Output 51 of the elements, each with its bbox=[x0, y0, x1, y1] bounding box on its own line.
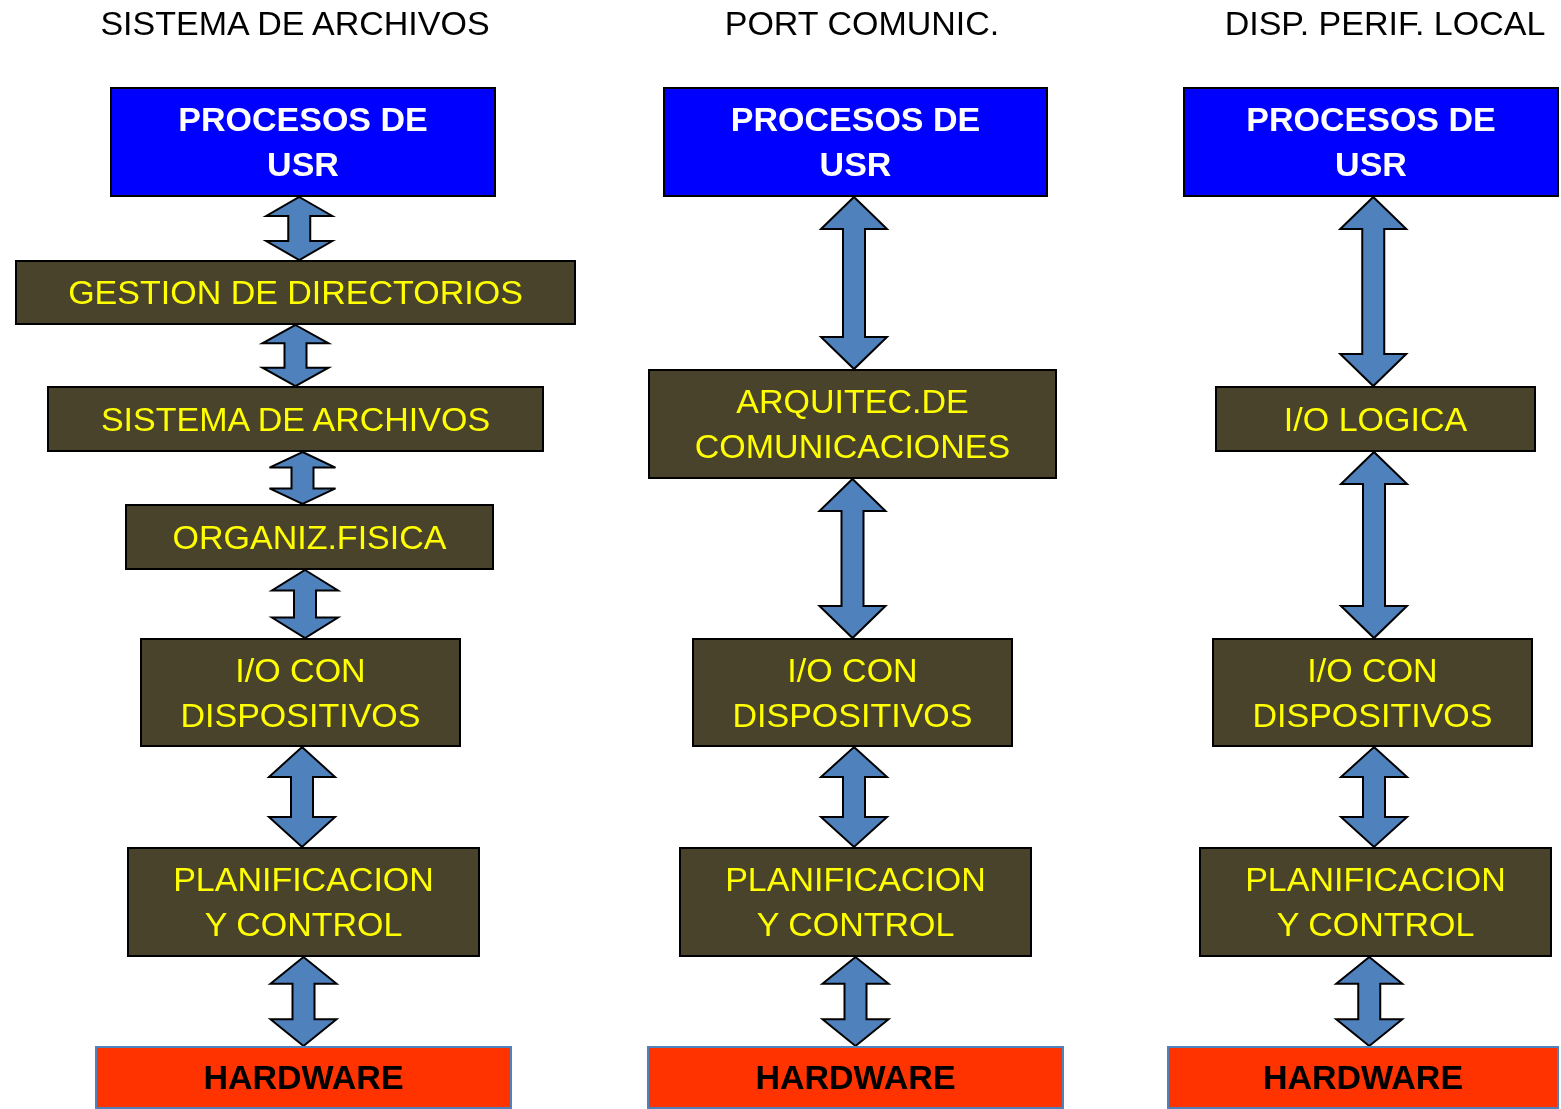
double-block-arrow bbox=[1333, 955, 1406, 1048]
box-label: ORGANIZ.FISICA bbox=[172, 516, 447, 558]
double-block-arrow bbox=[266, 745, 338, 849]
double-block-arrow bbox=[817, 477, 888, 640]
layer-box bbox=[125, 504, 494, 570]
box-label: PLANIFICACION Y CONTROL bbox=[172, 859, 435, 945]
double-block-arrow bbox=[268, 450, 337, 506]
column-heading: SISTEMA DE ARCHIVOS bbox=[100, 4, 490, 43]
double-block-arrow bbox=[819, 955, 892, 1048]
box-label: PLANIFICACION Y CONTROL bbox=[724, 859, 987, 945]
box-label: I/O CON DISPOSITIVOS bbox=[1251, 649, 1494, 736]
box-label: PROCESOS DE USR bbox=[1245, 99, 1497, 185]
hardware-box bbox=[95, 1046, 512, 1109]
double-block-arrow bbox=[267, 955, 340, 1048]
double-block-arrow bbox=[818, 745, 890, 849]
box-label: HARDWARE bbox=[755, 1057, 956, 1098]
box-label: HARDWARE bbox=[1262, 1057, 1464, 1098]
layer-box bbox=[648, 369, 1057, 479]
layer-box bbox=[1212, 638, 1533, 747]
box-label: I/O CON DISPOSITIVOS bbox=[179, 649, 422, 736]
box-label: PROCESOS DE USR bbox=[177, 99, 429, 185]
double-block-arrow bbox=[258, 323, 333, 388]
layer-box bbox=[47, 386, 544, 452]
layer-box bbox=[1199, 847, 1552, 957]
box-label: I/O LOGICA bbox=[1283, 398, 1468, 440]
double-block-arrow bbox=[1338, 450, 1410, 640]
box-label: PLANIFICACION Y CONTROL bbox=[1244, 859, 1507, 945]
box-label: ARQUITEC.DE COMUNICACIONES bbox=[693, 381, 1012, 467]
column-heading: DISP. PERIF. LOCAL bbox=[1224, 4, 1546, 43]
double-block-arrow bbox=[262, 195, 336, 262]
box-label: HARDWARE bbox=[203, 1057, 404, 1098]
layer-box bbox=[140, 638, 461, 747]
double-block-arrow bbox=[818, 195, 890, 371]
layer-box bbox=[127, 847, 480, 957]
hardware-box bbox=[647, 1046, 1064, 1109]
box-label: I/O CON DISPOSITIVOS bbox=[731, 649, 974, 736]
user-process-box bbox=[1183, 87, 1559, 197]
box-label: PROCESOS DE USR bbox=[729, 99, 982, 185]
layer-box bbox=[1215, 386, 1536, 452]
column-heading: PORT COMUNIC. bbox=[724, 4, 1000, 43]
box-label: GESTION DE DIRECTORIOS bbox=[68, 272, 523, 313]
layer-box bbox=[15, 260, 576, 325]
box-label: SISTEMA DE ARCHIVOS bbox=[100, 398, 491, 440]
double-block-arrow bbox=[1338, 745, 1410, 849]
double-block-arrow bbox=[1337, 195, 1409, 388]
user-process-box bbox=[110, 87, 496, 197]
double-block-arrow bbox=[268, 568, 342, 640]
layer-box bbox=[679, 847, 1032, 957]
layer-box bbox=[692, 638, 1013, 747]
hardware-box bbox=[1167, 1046, 1559, 1109]
user-process-box bbox=[663, 87, 1048, 197]
